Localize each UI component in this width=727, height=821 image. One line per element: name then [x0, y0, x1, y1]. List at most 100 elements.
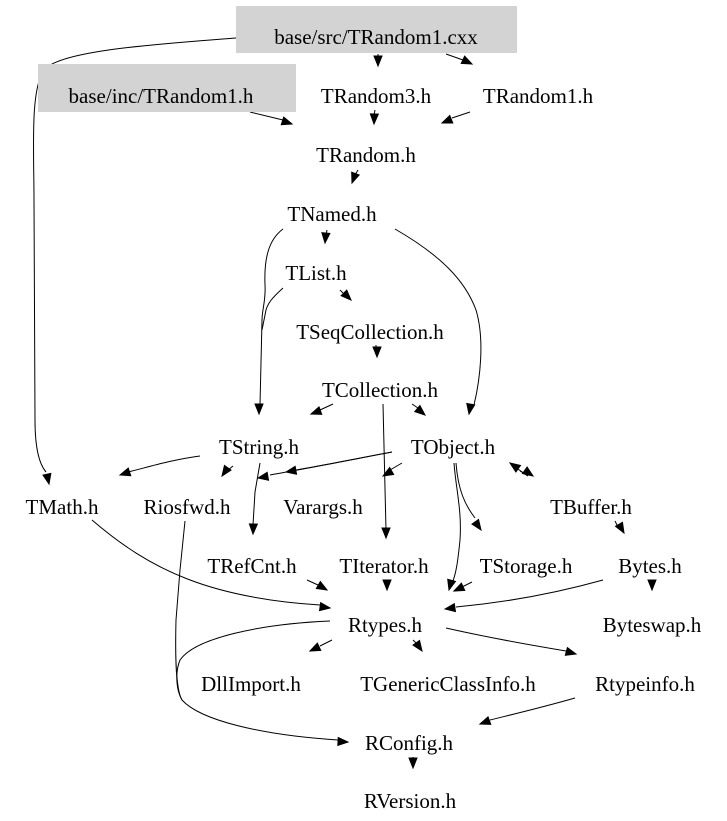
- edge-trandom1-h-to-trandom-h: [440, 111, 471, 124]
- node-tnamed-h[interactable]: TNamed.h: [287, 202, 377, 226]
- node-trandom3-h[interactable]: TRandom3.h: [321, 84, 432, 108]
- edge-rtypes-h-to-rconfig-h: [176, 620, 331, 701]
- node-label: base/inc/TRandom1.h: [69, 84, 254, 108]
- node-label: TObject.h: [411, 435, 496, 459]
- edge-line: [411, 403, 419, 409]
- edge-rtypes-h-to-dllimport-h: [308, 639, 333, 652]
- node-trefcnt-h[interactable]: TRefCnt.h: [207, 554, 297, 578]
- node-inc-trandom1-h[interactable]: base/inc/TRandom1.h: [38, 64, 296, 112]
- arrowhead-icon: [447, 578, 457, 592]
- arrowhead-icon: [443, 602, 457, 613]
- node-rtypeinfo-h[interactable]: Rtypeinfo.h: [595, 672, 695, 696]
- arrowhead-icon: [256, 471, 270, 481]
- node-trandom1-cxx[interactable]: base/src/TRandom1.cxx: [236, 6, 517, 53]
- arrowhead-icon: [254, 403, 264, 416]
- edges-layer: [32, 37, 657, 770]
- arrowhead-icon: [614, 521, 625, 535]
- node-label: TBuffer.h: [550, 495, 632, 519]
- edge-tlist-h-to-tseqcollection-h: [339, 289, 352, 301]
- edge-tobject-h-to-rtypes-h: [447, 462, 461, 592]
- edge-line: [249, 111, 284, 121]
- node-label: Byteswap.h: [603, 613, 702, 637]
- node-label: TList.h: [285, 261, 347, 285]
- edge-trandom1-cxx-to-tmath-h: [32, 37, 237, 486]
- node-tgenericclassinfo-h[interactable]: TGenericClassInfo.h: [360, 672, 536, 696]
- edge-trandom-h-to-tnamed-h: [351, 169, 361, 185]
- node-byteswap-h[interactable]: Byteswap.h: [603, 613, 702, 637]
- arrowhead-icon: [564, 646, 578, 656]
- edge-line: [389, 462, 403, 471]
- arrowhead-icon: [369, 113, 380, 126]
- arrowhead-icon: [318, 601, 332, 612]
- node-label: TNamed.h: [287, 202, 377, 226]
- node-tmath-h[interactable]: TMath.h: [26, 495, 99, 519]
- edge-line: [445, 627, 567, 652]
- edge-tnamed-h-to-tlist-h: [321, 229, 331, 245]
- arrowhead-icon: [381, 466, 395, 477]
- edge-tstorage-h-to-rtypes-h: [452, 581, 473, 592]
- arrowhead-icon: [413, 404, 427, 416]
- node-rtypes-h[interactable]: Rtypes.h: [348, 613, 423, 637]
- edge-tnamed-h-to-tstring-h: [254, 228, 284, 416]
- edge-tstring-h-to-tmath-h: [118, 455, 201, 477]
- node-tstorage-h[interactable]: TStorage.h: [480, 554, 573, 578]
- node-trandom-h[interactable]: TRandom.h: [316, 143, 416, 167]
- arrowhead-icon: [284, 465, 298, 475]
- arrowhead-icon: [315, 580, 329, 591]
- arrowhead-icon: [221, 464, 232, 478]
- edge-trefcnt-h-to-rtypes-h: [306, 579, 329, 591]
- node-rversion-h[interactable]: RVersion.h: [364, 789, 457, 813]
- edge-tcollection-h-to-tobject-h: [411, 403, 427, 416]
- node-tseqcollection-h[interactable]: TSeqCollection.h: [296, 320, 444, 344]
- edge-line: [319, 403, 334, 411]
- edge-tstring-h-to-riosfwd-h: [221, 464, 234, 478]
- node-tstring-h[interactable]: TString.h: [219, 435, 299, 459]
- node-label: Bytes.h: [618, 554, 682, 578]
- node-label: TSeqCollection.h: [296, 320, 444, 344]
- node-bytes-h[interactable]: Bytes.h: [618, 554, 682, 578]
- edge-trandom1-cxx-to-trandom3-h: [373, 54, 383, 68]
- node-label: base/src/TRandom1.cxx: [274, 25, 478, 49]
- node-dllimport-h[interactable]: DllImport.h: [201, 672, 301, 696]
- node-label: TMath.h: [26, 495, 99, 519]
- node-highlight-box: [38, 64, 296, 112]
- edge-line: [461, 581, 473, 588]
- node-label: TIterator.h: [339, 554, 429, 578]
- node-tlist-h[interactable]: TList.h: [285, 261, 347, 285]
- node-tcollection-h[interactable]: TCollection.h: [322, 378, 439, 402]
- node-tobject-h[interactable]: TObject.h: [411, 435, 496, 459]
- edge-tmath-h-to-rtypes-h: [91, 519, 332, 612]
- node-label: TRefCnt.h: [207, 554, 297, 578]
- edge-line: [32, 37, 237, 473]
- edge-line: [91, 519, 321, 606]
- arrowhead-icon: [373, 55, 383, 68]
- edge-bytes-h-to-byteswap-h: [647, 579, 657, 592]
- arrowhead-icon: [452, 582, 466, 592]
- edge-tbuffer-h-to-bytes-h: [614, 520, 625, 535]
- arrowhead-icon: [372, 346, 382, 359]
- edge-tcollection-h-to-titerator-h: [381, 403, 391, 540]
- node-label: TRandom3.h: [321, 84, 432, 108]
- node-titerator-h[interactable]: TIterator.h: [339, 554, 429, 578]
- node-trandom1-h[interactable]: TRandom1.h: [483, 84, 594, 108]
- arrowhead-icon: [521, 466, 535, 477]
- edge-tlist-h-to-tstring-h: [261, 287, 284, 331]
- node-riosfwd-h[interactable]: Riosfwd.h: [144, 495, 231, 519]
- edge-line: [176, 620, 331, 701]
- edge-line: [319, 639, 333, 647]
- edge-tobject-h-to-titerator-h: [381, 462, 403, 477]
- arrowhead-icon: [478, 715, 492, 725]
- node-varargs-h[interactable]: Varargs.h: [283, 495, 363, 519]
- arrowhead-icon: [412, 639, 423, 653]
- node-rconfig-h[interactable]: RConfig.h: [365, 731, 454, 755]
- edge-line: [295, 451, 393, 471]
- node-tbuffer-h[interactable]: TBuffer.h: [550, 495, 632, 519]
- edge-line: [451, 462, 461, 584]
- edge-trandom1-cxx-to-trandom1-h: [445, 53, 474, 65]
- edge-line: [451, 111, 471, 119]
- arrowhead-icon: [337, 736, 350, 747]
- node-label: Varargs.h: [283, 495, 363, 519]
- edge-tbuffer-h-to-tobject-h: [508, 462, 529, 477]
- edge-line: [175, 520, 339, 741]
- arrowhead-icon: [466, 402, 476, 416]
